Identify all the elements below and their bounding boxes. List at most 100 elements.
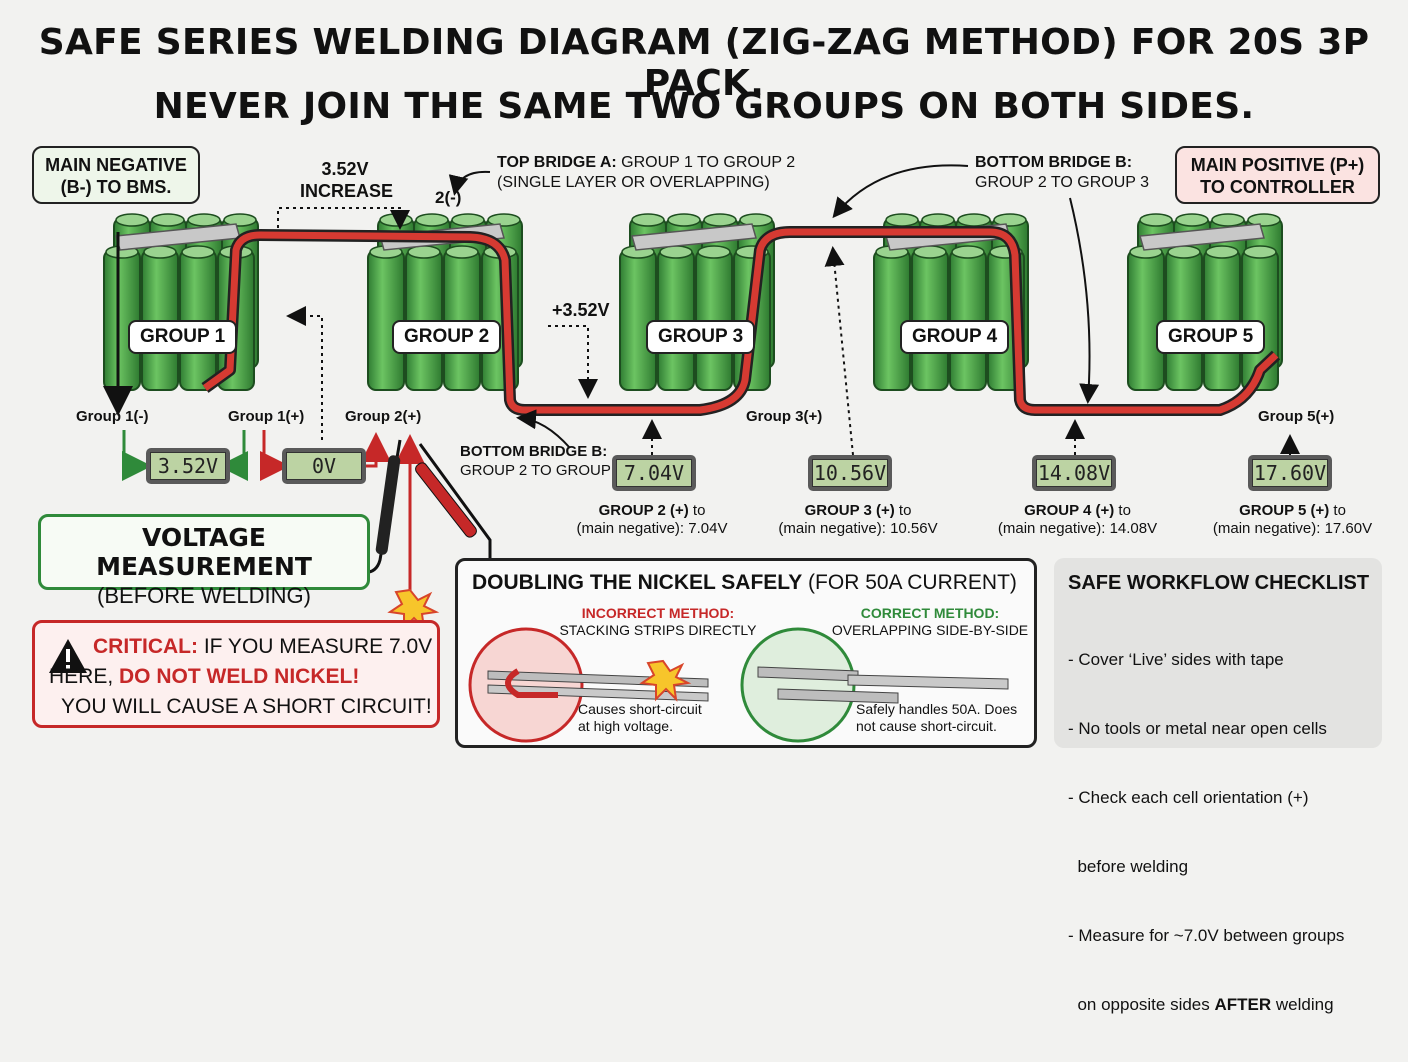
- incorrect-head: INCORRECT METHOD:: [581, 605, 735, 621]
- voltage-box-title: VOLTAGE MEASUREMENT: [96, 523, 312, 581]
- cell-terminal-cap: [993, 213, 1027, 227]
- cell-terminal-cap: [487, 213, 521, 227]
- meter-display: 7.04V: [612, 455, 696, 491]
- caption-bold: GROUP 3 (+): [804, 502, 895, 519]
- meter-caption-group4: GROUP 4 (+) to (main negative): 14.08V: [995, 502, 1160, 538]
- top-bridge-a-bold: TOP BRIDGE A:: [497, 154, 617, 171]
- cell-terminal-cap: [739, 213, 773, 227]
- group3-pos-terminal: Group 3(+): [746, 408, 823, 425]
- top-bridge-a-rest: GROUP 1 TO GROUP 2: [616, 154, 796, 171]
- title-line-1: SAFE SERIES WELDING DIAGRAM (ZIG-ZAG MET…: [38, 22, 1370, 104]
- bottom-bridge-b-mid-line2: GROUP 2 TO GROUP 3: [460, 462, 624, 479]
- critical-bold: CRITICAL:: [93, 635, 198, 658]
- bottom-bridge-b-top-label: BOTTOM BRIDGE B: GROUP 2 TO GROUP 3: [975, 153, 1149, 193]
- meter-display: 3.52V: [146, 448, 230, 484]
- incorrect-sub: STACKING STRIPS DIRECTLY: [559, 622, 757, 638]
- cell-terminal-cap: [703, 213, 737, 227]
- meter-display: 10.56V: [808, 455, 892, 491]
- meter-display: 0V: [282, 448, 366, 484]
- main-negative-callout: MAIN NEGATIVE (B-) TO BMS.: [32, 146, 200, 204]
- incorrect-note-line-2: at high voltage.: [578, 718, 673, 734]
- title-line-2: NEVER JOIN THE SAME TWO GROUPS ON BOTH S…: [153, 86, 1255, 127]
- critical-line-2: HERE, DO NOT WELD NICKEL!: [49, 665, 359, 689]
- caption-line2: (main negative): 14.08V: [997, 520, 1158, 537]
- meter-reading: 14.08V: [1036, 459, 1112, 487]
- nickel-strip: [631, 223, 757, 251]
- incorrect-note-line-1: Causes short-circuit: [578, 701, 702, 717]
- cell-terminal-cap: [1243, 245, 1277, 259]
- meter-display: 17.60V: [1248, 455, 1332, 491]
- doubling-nickel-panel: DOUBLING THE NICKEL SAFELY (FOR 50A CURR…: [455, 558, 1037, 748]
- cell-terminal-cap: [1247, 213, 1281, 227]
- group-1-label: GROUP 1: [128, 320, 238, 354]
- workflow-checklist: SAFE WORKFLOW CHECKLIST - Cover ‘Live’ s…: [1054, 558, 1382, 1014]
- checklist-item: - No tools or metal near open cells: [1068, 719, 1327, 738]
- meter-reading: 3.52V: [150, 452, 226, 480]
- top-bridge-a-label: TOP BRIDGE A: GROUP 1 TO GROUP 2 (SINGLE…: [497, 153, 795, 193]
- caption-line2: (main negative): 10.56V: [778, 520, 938, 537]
- correct-note-line-1: Safely handles 50A. Does: [856, 701, 1018, 717]
- main-positive-line-2: TO CONTROLLER: [1200, 177, 1355, 197]
- critical-text-1: IF YOU MEASURE 7.0V: [197, 635, 433, 658]
- correct-head: CORRECT METHOD:: [860, 605, 1000, 621]
- cell-terminal-cap: [697, 245, 731, 259]
- checklist-item: before welding: [1068, 857, 1189, 876]
- checklist-item: - Cover ‘Live’ sides with tape: [1068, 650, 1284, 669]
- correct-sub: OVERLAPPING SIDE-BY-SIDE: [831, 622, 1029, 638]
- voltage-measurement-box: VOLTAGE MEASUREMENT (BEFORE WELDING): [38, 514, 370, 608]
- cell-terminal-cap: [151, 213, 185, 227]
- warning-icon: [49, 639, 87, 673]
- group1-pos-terminal: Group 1(+): [228, 408, 305, 425]
- checklist-item-tail: welding: [1271, 995, 1334, 1014]
- cell-terminal-cap: [667, 213, 701, 227]
- bottom-bridge-b-top-bold: BOTTOM BRIDGE B:: [975, 154, 1133, 171]
- increase-line-1: 3.52V: [321, 159, 369, 179]
- increase-line-2: INCREASE: [300, 181, 394, 201]
- checklist-item: - Check each cell orientation (+): [1068, 788, 1309, 807]
- incorrect-note: Causes short-circuit at high voltage.: [578, 701, 702, 735]
- meter-caption-group2: GROUP 2 (+) to (main negative): 7.04V: [572, 502, 732, 538]
- nickel-strip: [1139, 223, 1265, 251]
- checklist-item: on opposite sides AFTER welding: [1068, 993, 1344, 1016]
- cell-terminal-cap: [379, 213, 413, 227]
- meter-reading: 10.56V: [812, 459, 888, 487]
- cell-terminal-cap: [115, 213, 149, 227]
- critical-text-2a: HERE,: [49, 665, 120, 688]
- top-bridge-a-line2: (SINGLE LAYER OR OVERLAPPING): [497, 174, 770, 191]
- group1-neg-terminal: Group 1(-): [76, 408, 149, 425]
- group-5-label: GROUP 5: [1156, 320, 1266, 354]
- cell-terminal-cap: [951, 245, 985, 259]
- meter-reading: 7.04V: [616, 459, 692, 487]
- cell-terminal-cap: [451, 213, 485, 227]
- cell-terminal-cap: [921, 213, 955, 227]
- correct-method-label: CORRECT METHOD: OVERLAPPING SIDE-BY-SIDE: [830, 605, 1030, 639]
- cell-terminal-cap: [1139, 213, 1173, 227]
- checklist-title: SAFE WORKFLOW CHECKLIST: [1068, 572, 1370, 594]
- cell-terminal-cap: [181, 245, 215, 259]
- caption-line2: (main negative): 17.60V: [1212, 520, 1373, 537]
- meter-display: 14.08V: [1032, 455, 1116, 491]
- main-negative-line-2: (B-) TO BMS.: [60, 177, 172, 197]
- checklist-item: - Measure for ~7.0V between groups: [1068, 926, 1345, 945]
- cell-terminal-cap: [1205, 245, 1239, 259]
- nickel-method-illustrations: [468, 627, 1009, 743]
- caption-rest: to: [894, 502, 912, 519]
- caption-rest: to: [1329, 502, 1346, 519]
- group-4-label: GROUP 4: [900, 320, 1010, 354]
- group2-pos-terminal: Group 2(+): [345, 408, 422, 425]
- group-2-label: GROUP 2: [392, 320, 502, 354]
- bottom-bridge-b-mid-bold: BOTTOM BRIDGE B:: [460, 443, 608, 460]
- critical-line-3: YOU WILL CAUSE A SHORT CIRCUIT!: [61, 695, 432, 718]
- caption-rest: to: [1114, 502, 1131, 519]
- main-negative-line-1: MAIN NEGATIVE: [45, 155, 187, 175]
- nickel-title: DOUBLING THE NICKEL SAFELY (FOR 50A CURR…: [472, 571, 1017, 595]
- checklist-item-bold: AFTER: [1214, 995, 1272, 1014]
- group5-pos-terminal: Group 5(+): [1258, 408, 1335, 425]
- caption-bold: GROUP 4 (+): [1024, 502, 1115, 519]
- caption-rest: to: [688, 502, 706, 519]
- cell-terminal-cap: [445, 245, 479, 259]
- plus-voltage-label: +3.52V: [552, 300, 610, 320]
- battery-cell: [1127, 249, 1165, 391]
- increase-label: 3.52V INCREASE: [300, 158, 394, 202]
- cell-terminal-cap: [631, 213, 665, 227]
